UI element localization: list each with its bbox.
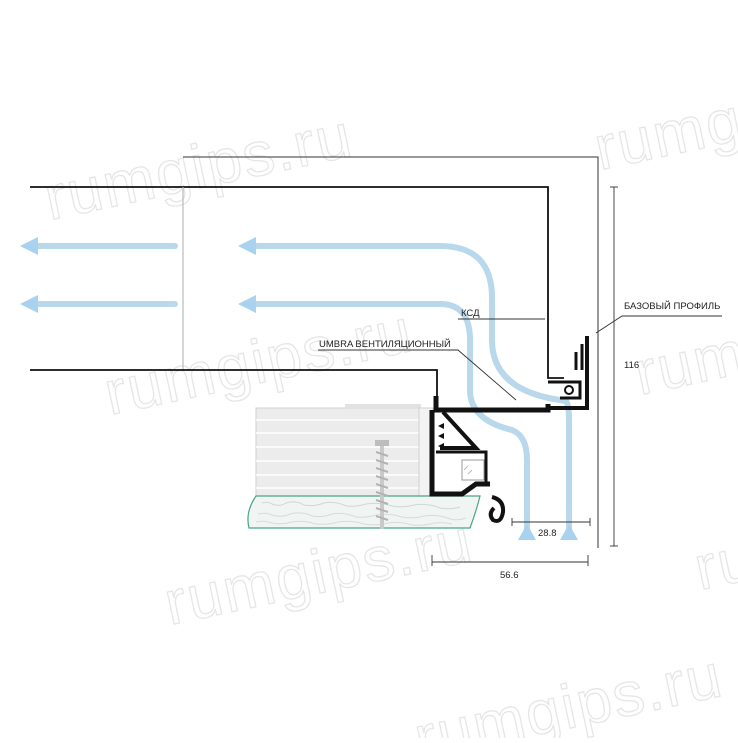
ksd-label: КСД: [461, 308, 480, 319]
arrow-up-1: [518, 524, 536, 540]
outer-wall-line: [183, 156, 599, 548]
arrow-left-3: [238, 237, 256, 255]
screw-icon: [375, 440, 389, 529]
watermark-1: rumgips.ru: [39, 101, 359, 234]
leader-lines: [318, 315, 722, 401]
umbra-label: UMBRA ВЕНТИЛЯЦИОННЫЙ: [319, 338, 451, 350]
watermark-6: rumgips.ru: [689, 471, 738, 604]
umbra-leader: [318, 349, 517, 401]
airflow-path-inner: [252, 301, 530, 531]
gap-dimension-value: 28.8: [538, 528, 557, 539]
structure-lines: [30, 156, 599, 548]
airflow-arrows: [20, 237, 578, 540]
watermark-7: rumgips.ru: [409, 641, 729, 738]
base-profile-leader: [595, 315, 722, 334]
arrow-up-2: [560, 524, 578, 540]
base-profile-label: БАЗОВЫЙ ПРОФИЛЬ: [624, 300, 720, 312]
arrow-left-1: [20, 237, 38, 255]
watermark-2: rumgips.ru: [589, 51, 738, 184]
watermarks: rumgips.ru rumgips.ru rumgips.ru rumgips…: [38, 51, 738, 743]
glass-panel: [247, 495, 481, 529]
dimension-lines: [431, 186, 618, 566]
arrow-left-2: [20, 295, 38, 313]
lower-ceiling-line: [30, 369, 438, 396]
drywall-block: [255, 404, 434, 497]
umbra-profile: [429, 396, 551, 523]
ceiling-line: [30, 186, 564, 379]
height-dimension-value: 116: [624, 360, 639, 371]
base-profile: [548, 336, 589, 410]
arrow-left-4: [238, 295, 256, 313]
drywall-panel: [255, 407, 420, 497]
watermark-4: rumgips.ru: [629, 276, 738, 409]
width-dimension-value: 56.6: [500, 570, 519, 581]
